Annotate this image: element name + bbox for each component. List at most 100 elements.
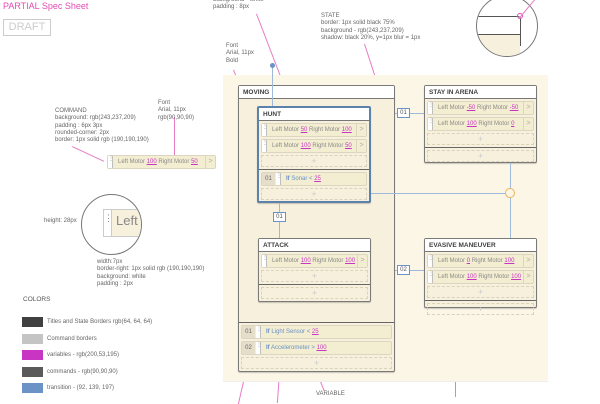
command-row[interactable]: ⋮Left Motor 50 Right Motor 100> [261,123,367,137]
command-row[interactable]: ⋮ Left Motor 100 Right Motor 50 > [261,139,367,153]
variable[interactable]: 100 [341,127,352,133]
add-button[interactable]: + [427,133,534,145]
state-title[interactable]: HUNT [259,108,369,121]
divider [259,284,370,285]
condition-row[interactable]: 02⋮If Accelerometer > 100 [241,341,392,355]
drag-handle-icon[interactable]: ⋮ [428,255,434,267]
command-row[interactable]: ⋮Left Motor 0 Right Motor 100> [427,254,534,268]
variable[interactable]: 100 [345,258,356,264]
divider [425,147,536,148]
divider [259,169,369,170]
cmd-text: Left Motor [438,274,466,280]
condition-number: 01 [242,326,255,338]
condition-row[interactable]: 01⋮If Sonar < 25 [261,172,367,186]
chevron-right-icon[interactable]: > [356,124,366,136]
variable[interactable]: 100 [511,274,522,280]
chevron-right-icon[interactable]: > [523,255,533,267]
cmd-text: Right Motor [312,258,344,264]
variable[interactable]: 100 [316,345,327,351]
add-button[interactable]: + [241,357,392,369]
state-hunt[interactable]: HUNT ⋮ Left Motor 50 Right Motor 100 > ⋮ Left… [257,106,371,203]
drag-handle-icon[interactable]: ⋮ [262,140,268,152]
drag-handle-icon[interactable]: ⋮ [256,342,262,354]
variable[interactable]: -50 [466,105,476,111]
chevron-right-icon[interactable]: > [205,156,215,168]
variable[interactable]: 100 [504,258,515,264]
state-title[interactable]: MOVING [239,86,394,99]
command-row[interactable]: ⋮Left Motor 100 Right Motor 0> [427,117,534,131]
add-button[interactable]: + [261,287,368,299]
chevron-right-icon[interactable]: > [356,140,366,152]
state-evasive[interactable]: EVASIVE MANEUVER ⋮ Left Motor 0 Right Moto… [424,238,537,315]
operator: > [311,345,315,351]
variable[interactable]: 50 [345,143,352,149]
chevron-right-icon[interactable]: > [523,118,533,130]
add-button[interactable]: + [261,188,367,200]
variable[interactable]: 100 [146,159,157,165]
note-bg-white: background - white padding : 8px [213,0,264,11]
variable[interactable]: 50 [191,159,198,165]
add-button[interactable]: + [261,270,368,282]
transition-label[interactable]: 02 [397,265,410,275]
transition-label[interactable]: 01 [397,108,410,118]
note-font-bold: Font Arial, 11px Bold [226,43,254,64]
command-row[interactable]: ⋮Left Motor 100 Right Motor 100> [427,270,534,284]
command-row[interactable]: ⋮Left Motor 100 Right Motor 100> [261,254,368,268]
drag-handle-icon[interactable]: ⋮ [108,156,114,168]
sample-command[interactable]: ⋮ Left Motor 100 Right Motor 50 > [107,155,216,169]
zoom-text: Left [116,213,138,228]
corner-magnifier [476,0,538,57]
cmd-text: Right Motor [478,274,510,280]
drag-handle-icon[interactable]: ⋮ [428,102,434,114]
colors-title: COLORS [23,296,51,303]
variable[interactable]: 25 [311,329,319,335]
variable[interactable]: 0 [511,121,515,127]
note-handle: width:7px border-right: 1px solid rgb (1… [97,259,205,287]
drag-handle-icon[interactable]: ⋮ [256,326,262,338]
cmd-text: Left Motor [272,127,300,133]
chevron-right-icon[interactable]: > [357,255,367,267]
chevron-right-icon[interactable]: > [523,271,533,283]
note-font-cmd: Font Arial, 11px rgb(90,90,90) [158,100,195,121]
variable[interactable]: 0 [466,258,471,264]
operator: < [306,329,311,335]
variable[interactable]: 100 [466,121,477,127]
drag-handle-icon[interactable]: ⋮ [276,173,282,185]
variable[interactable]: 100 [300,258,311,264]
cmd-text: Left Motor [438,121,466,127]
state-title[interactable]: ATTACK [259,239,370,252]
drag-handle-icon[interactable]: ⋮ [428,118,434,130]
junction-node[interactable] [505,188,515,198]
transition-label[interactable]: 01 [273,212,286,222]
note-state: STATE border: 1px solid black 75% backgr… [321,13,421,41]
note-variable: VARIABLE [316,391,345,397]
color-label: Command borders [47,335,97,342]
variable[interactable]: -50 [509,105,519,111]
drag-handle-icon[interactable]: ⋮ [262,124,268,136]
cmd-text: Right Motor [312,143,344,149]
color-swatch [22,383,43,393]
sensor[interactable]: Sonar [291,176,308,182]
state-attack[interactable]: ATTACK⋮Left Motor 100 Right Motor 100>++ [258,238,371,302]
add-button[interactable]: + [427,303,534,315]
variable[interactable]: 100 [300,143,311,149]
add-button[interactable]: + [427,150,534,162]
command-row[interactable]: ⋮Left Motor -50 Right Motor -50> [427,101,534,115]
sensor[interactable]: Light Sensor [271,329,306,335]
condition-row[interactable]: 01⋮If Light Sensor < 25 [241,325,392,339]
state-title[interactable]: EVASIVE MANEUVER [425,239,536,252]
add-button[interactable]: + [261,155,367,167]
sensor[interactable]: Accelerometer [271,345,310,351]
variable[interactable]: 25 [314,176,321,182]
chevron-right-icon[interactable]: > [523,102,533,114]
color-swatch [22,350,43,360]
state-stay[interactable]: STAY IN ARENA⋮Left Motor -50 Right Motor… [424,85,537,163]
cmd-text: Left Motor [272,258,300,264]
cmd-text: Left Motor [272,143,300,149]
drag-handle-icon[interactable]: ⋮ [262,255,268,267]
variable[interactable]: 100 [466,274,477,280]
drag-handle-icon[interactable]: ⋮ [428,271,434,283]
state-title[interactable]: STAY IN ARENA [425,86,536,99]
add-button[interactable]: + [427,286,534,298]
variable[interactable]: 50 [300,127,308,133]
